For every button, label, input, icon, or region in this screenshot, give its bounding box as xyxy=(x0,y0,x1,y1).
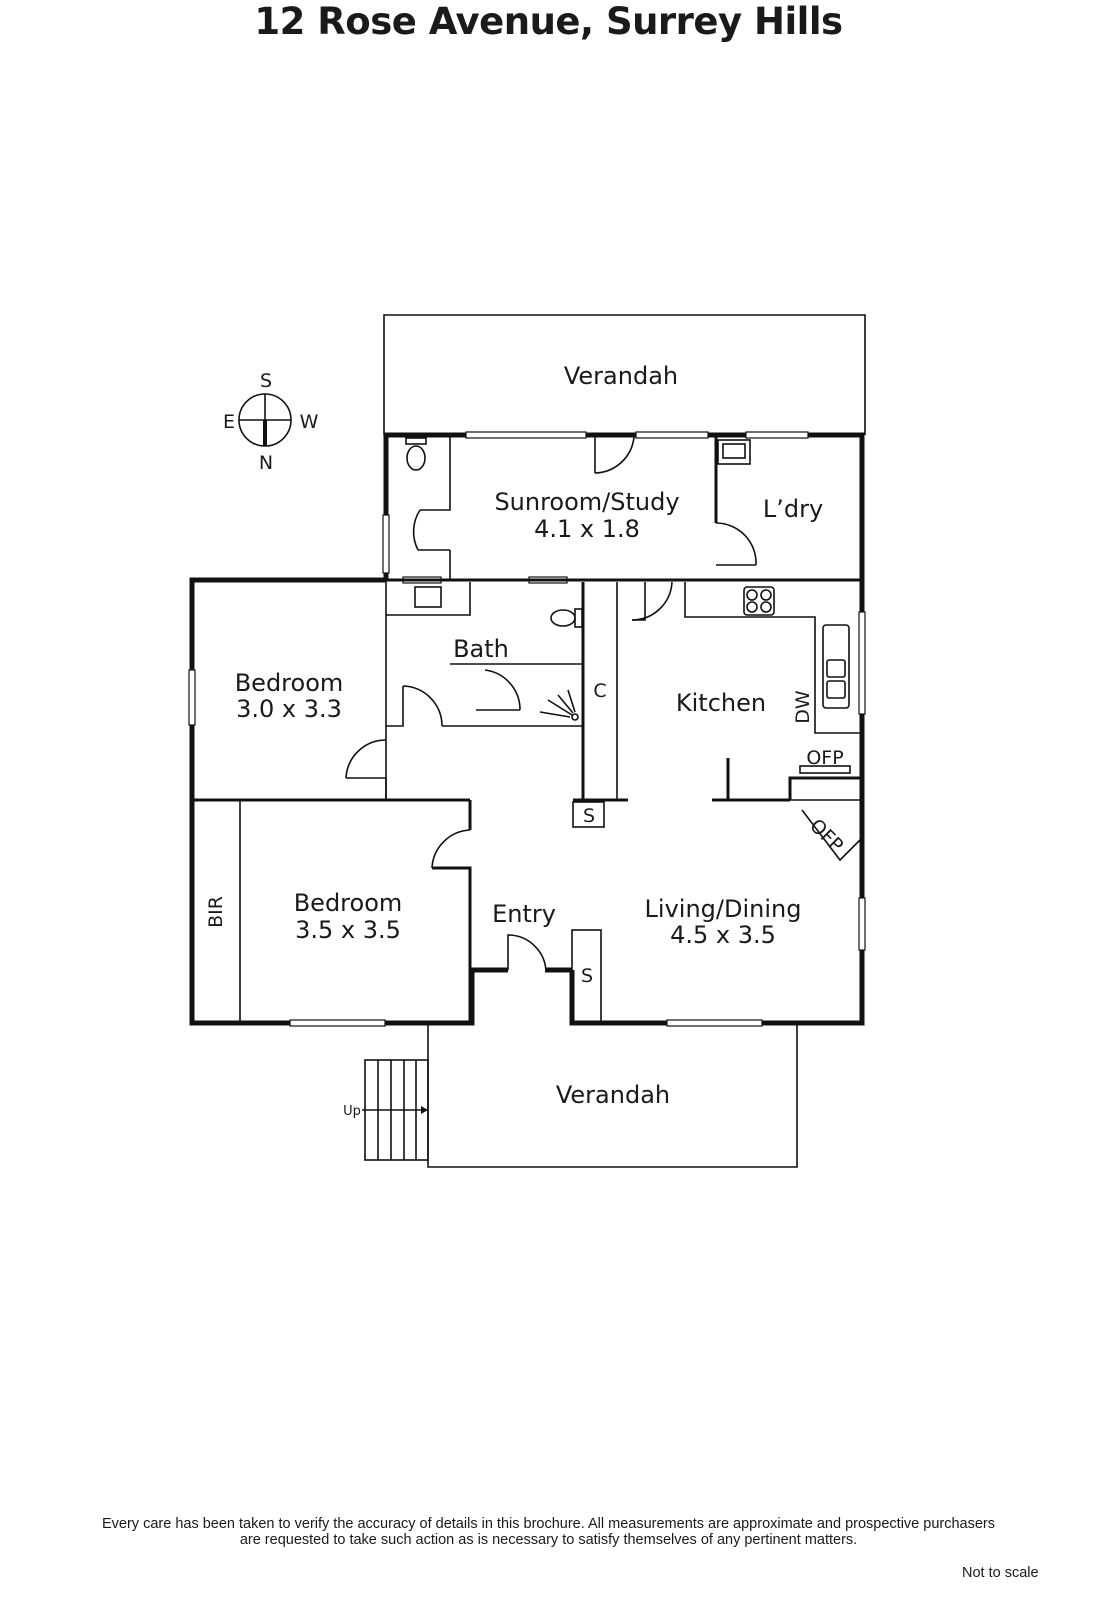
dishwasher-label: DW xyxy=(792,690,814,724)
verandah-top-outline xyxy=(383,314,866,435)
compass-e: E xyxy=(223,411,235,433)
verandah-top-label: Verandah xyxy=(564,362,678,390)
ofp-kitchen-label: OFP xyxy=(806,747,843,769)
compass-icon: S E W N xyxy=(223,370,319,474)
compass-s: S xyxy=(260,370,272,392)
windows xyxy=(188,431,866,1027)
bedroom2-size: 3.5 x 3.5 xyxy=(295,916,401,944)
kitchen-label: Kitchen xyxy=(676,689,766,717)
page-title: 12 Rose Avenue, Surrey Hills xyxy=(254,0,843,43)
sink-icon xyxy=(822,624,850,709)
stairs-up-label: Up xyxy=(343,1104,361,1119)
sunroom-size: 4.1 x 1.8 xyxy=(534,515,640,543)
stairs-icon xyxy=(362,1059,429,1161)
disclaimer-line-2: are requested to take such action as is … xyxy=(239,1532,858,1548)
storage2-label: S xyxy=(581,965,593,987)
entry-label: Entry xyxy=(492,900,556,928)
disclaimer: Every care has been taken to verify the … xyxy=(0,1516,1097,1548)
ofp-living-label: OFP xyxy=(805,815,847,857)
sunroom-label: Sunroom/Study xyxy=(494,488,679,516)
cooktop-icon xyxy=(743,586,775,616)
interior-walls xyxy=(192,436,863,1023)
shower-icon xyxy=(539,689,579,721)
laundry-label: L’dry xyxy=(763,495,823,523)
not-to-scale-note: Not to scale xyxy=(962,1565,1039,1581)
bir-label: BIR xyxy=(205,896,227,928)
living-size: 4.5 x 3.5 xyxy=(670,921,776,949)
compass-n: N xyxy=(259,452,273,474)
storage1-label: S xyxy=(583,805,595,827)
bedroom1-label: Bedroom xyxy=(235,669,344,697)
bedroom2-label: Bedroom xyxy=(294,889,403,917)
disclaimer-line-1: Every care has been taken to verify the … xyxy=(101,1516,995,1532)
compass-w: W xyxy=(300,411,319,433)
bath-label: Bath xyxy=(453,635,509,663)
cupboard-label: C xyxy=(593,680,606,702)
living-label: Living/Dining xyxy=(645,895,802,923)
verandah-bottom-label: Verandah xyxy=(556,1081,670,1109)
bedroom1-size: 3.0 x 3.3 xyxy=(236,695,342,723)
